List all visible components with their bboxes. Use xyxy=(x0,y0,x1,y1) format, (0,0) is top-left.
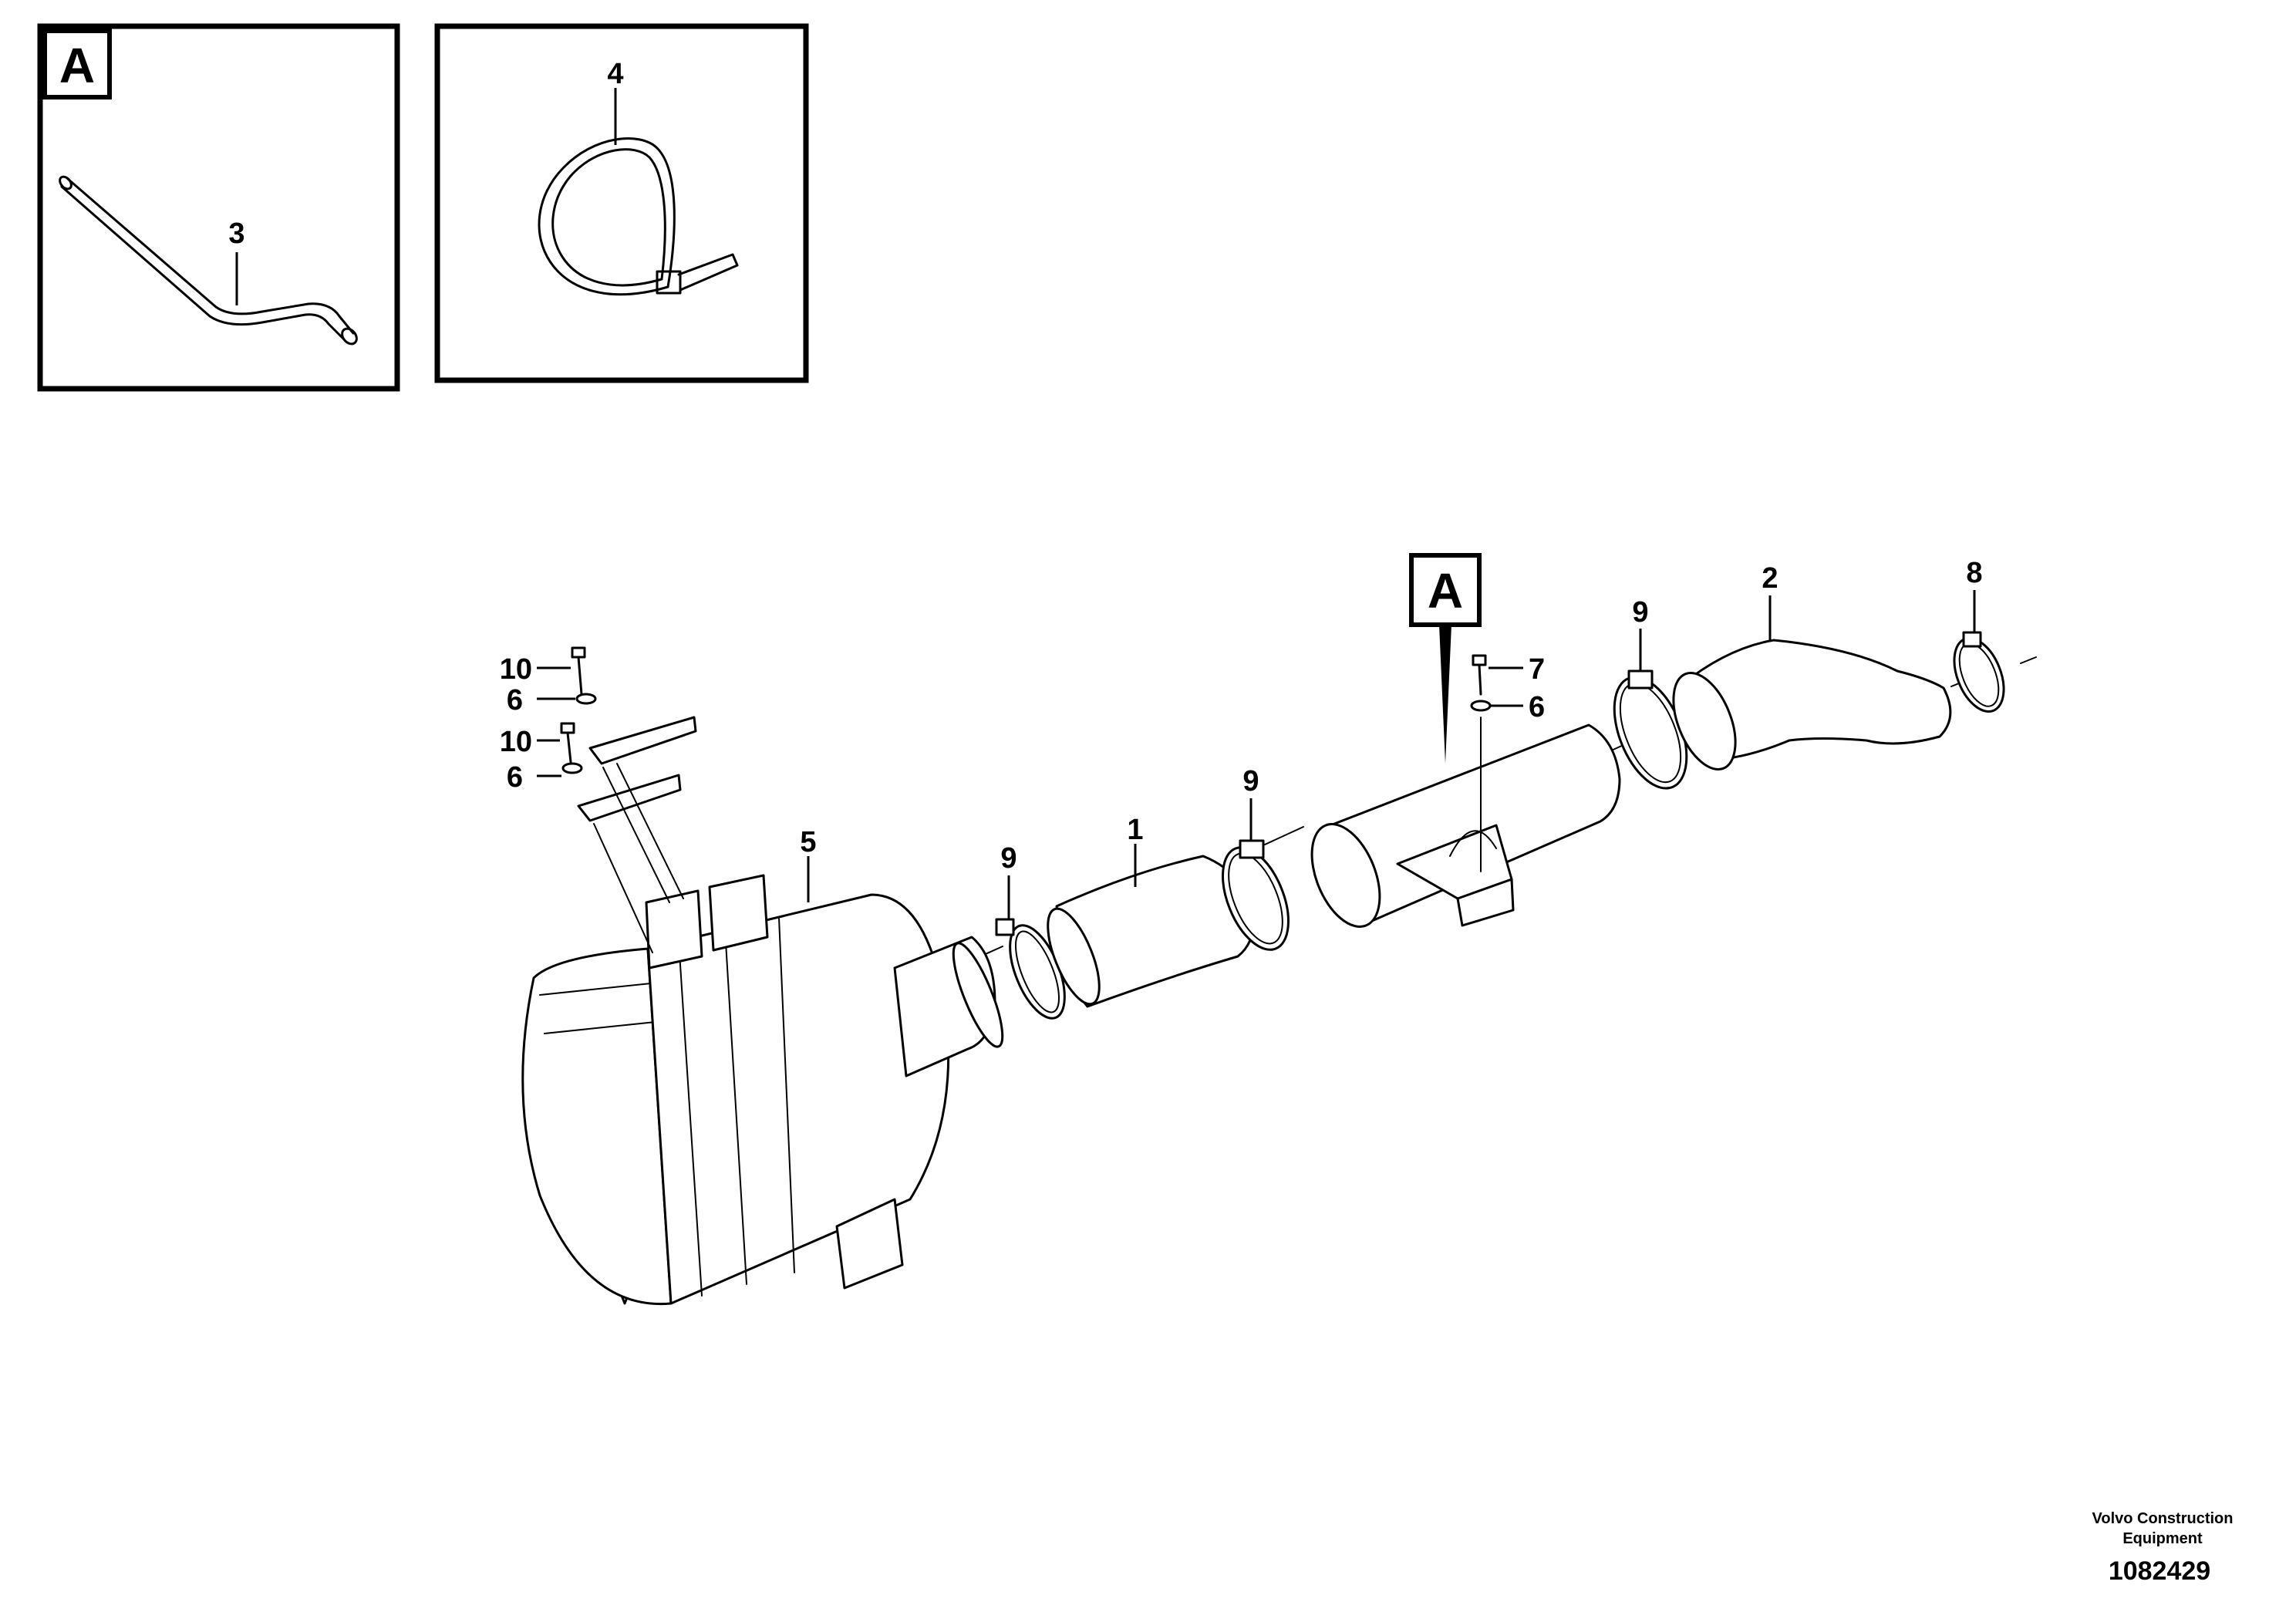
callout-9b: 9 xyxy=(1242,765,1259,798)
callout-2: 2 xyxy=(1762,562,1778,595)
part-6-washer-upper xyxy=(575,693,597,705)
company-name-line1: Volvo Construction xyxy=(2092,1510,2234,1527)
callout-9a: 9 xyxy=(1000,842,1017,875)
callout-6c: 6 xyxy=(1529,691,1545,723)
callout-9c: 9 xyxy=(1632,596,1648,629)
callout-10b: 10 xyxy=(500,726,532,758)
callout-5: 5 xyxy=(800,826,816,858)
detail-marker-a: A xyxy=(1409,553,1482,764)
detail-box-a: A 3 xyxy=(37,23,400,392)
callout-6b: 6 xyxy=(507,761,523,794)
callout-6a: 6 xyxy=(507,684,523,717)
part-6-washer-right xyxy=(1470,700,1492,712)
document-number: 1082429 xyxy=(2109,1556,2210,1586)
callout-4: 4 xyxy=(607,58,623,90)
part-6-washer-lower xyxy=(561,762,583,774)
callout-8: 8 xyxy=(1966,557,1982,589)
part-4-cable-tie xyxy=(538,137,739,296)
part-10-bolt-upper xyxy=(571,646,586,696)
detail-marker-a-pointer xyxy=(1439,625,1451,764)
footer-credit: Volvo Construction Equipment 1082429 xyxy=(2092,1510,2234,1586)
detail-marker-a-letter: A xyxy=(1428,563,1463,619)
part-9-clamp-middle xyxy=(1222,839,1290,951)
company-name-line2: Equipment xyxy=(2122,1530,2203,1547)
callout-3: 3 xyxy=(228,218,244,250)
part-10-bolt-lower xyxy=(560,722,575,764)
callout-10a: 10 xyxy=(500,653,532,686)
callout-7: 7 xyxy=(1529,653,1545,686)
cable-tie-box: 4 xyxy=(434,23,809,383)
callout-1: 1 xyxy=(1127,814,1143,846)
intake-pipe-with-bracket xyxy=(1310,723,1621,928)
detail-box-a-letter: A xyxy=(59,38,95,93)
part-1-hose xyxy=(1047,855,1256,1008)
part-5-air-filter xyxy=(521,716,1004,1306)
part-3-tube xyxy=(59,175,358,346)
part-8-clamp xyxy=(1953,631,2005,713)
part-2-hose xyxy=(1672,639,1952,771)
part-7-bolt xyxy=(1472,654,1487,872)
